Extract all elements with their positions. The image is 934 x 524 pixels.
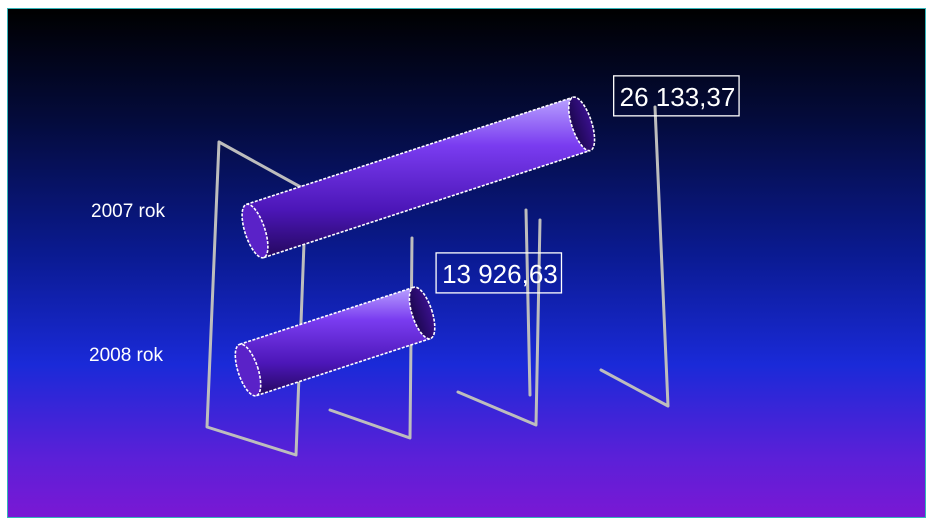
bar-cap-right-outline	[408, 286, 436, 340]
frame-back-right	[599, 105, 670, 408]
bar-cap-left-outline	[241, 203, 269, 259]
category-labels: 2007 rok 2008 rok	[89, 201, 165, 366]
value-label-box	[435, 252, 563, 294]
bar-cap-left	[235, 344, 261, 396]
frame-floor-back	[524, 208, 532, 397]
category-label: 2008 rok	[89, 345, 163, 366]
bar-cylinder-body	[246, 97, 591, 258]
value-label: 13 926,63	[442, 259, 558, 289]
bars	[234, 96, 596, 397]
value-label: 26 133,37	[620, 82, 736, 112]
bar-cylinder-body	[239, 287, 431, 396]
value-labels: 26 133,37 13 926,63	[435, 75, 740, 294]
bar-cap-left	[242, 204, 268, 258]
value-label-box	[613, 75, 740, 117]
frame-floor-mid	[456, 218, 542, 427]
category-label: 2007 rok	[91, 201, 165, 222]
bar-cap-left-outline	[234, 343, 262, 397]
bar-outline	[246, 96, 591, 259]
frame-left-wall	[205, 140, 308, 457]
bar-cap-right	[568, 97, 595, 151]
bar-cap-right	[409, 287, 435, 339]
slide-background	[7, 8, 926, 518]
bar-outline	[239, 286, 431, 397]
bar-cap-right-outline	[567, 96, 596, 152]
